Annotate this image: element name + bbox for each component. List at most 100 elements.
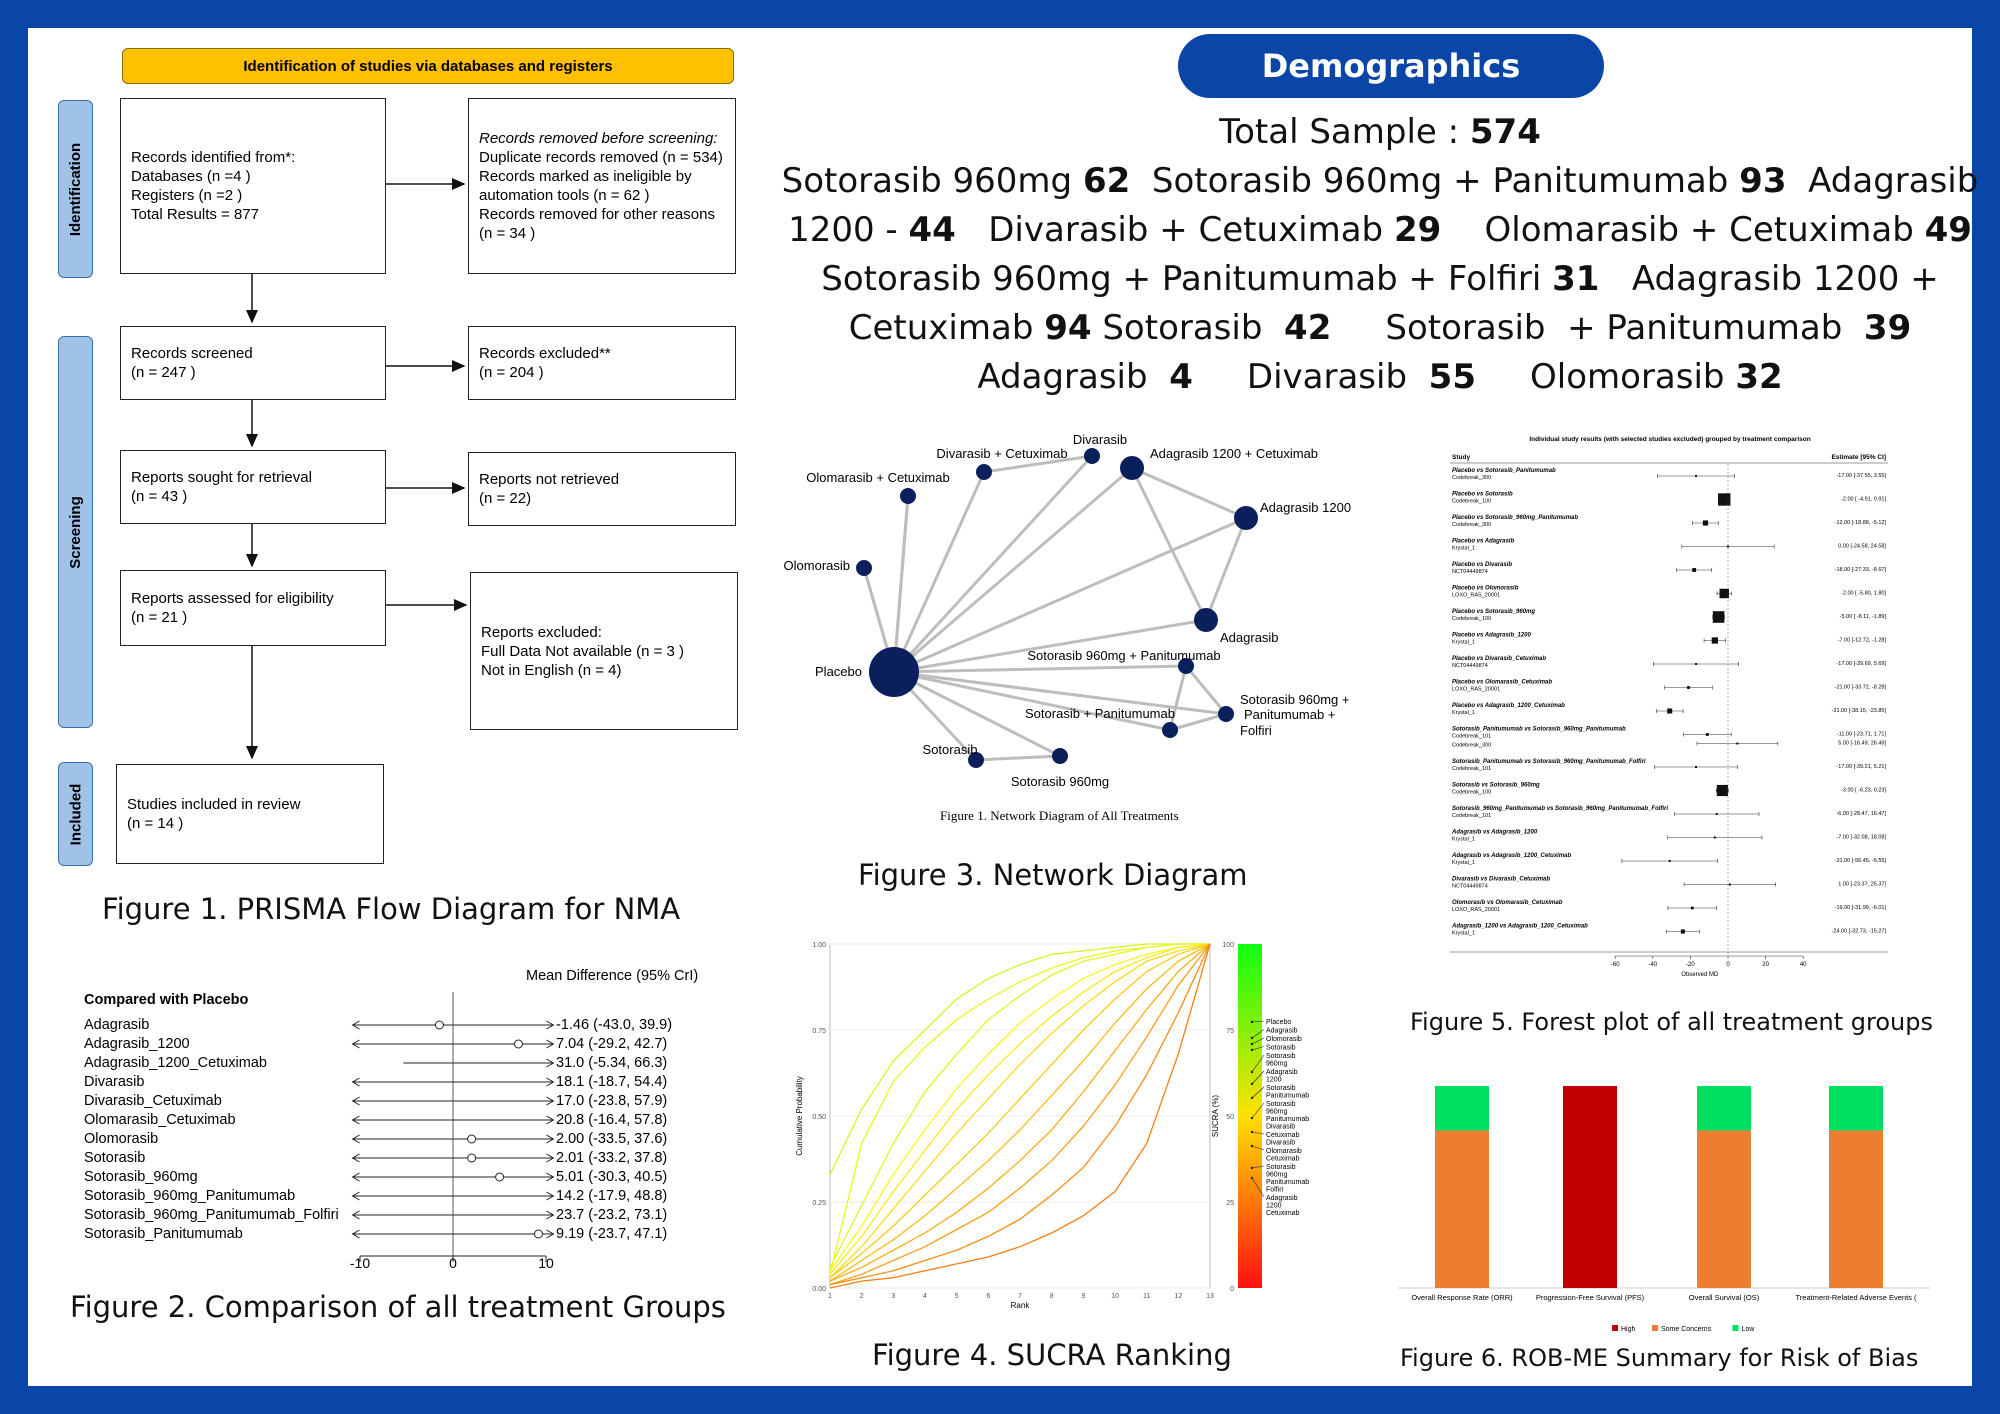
sucra-label: Sotorasib xyxy=(1266,1045,1296,1052)
x-tick-label: 13 xyxy=(1206,1293,1214,1300)
sucra-label: Sotorasib xyxy=(1266,1101,1296,1108)
ci-arrow-left xyxy=(351,1115,360,1125)
study-label: Codebreak_100 xyxy=(1452,616,1491,622)
network-edge xyxy=(1130,467,1208,621)
comparison-label: Sotorasib_Panitumumab vs Sotorasib_960mg… xyxy=(1452,727,1626,733)
x-tick-label: 10 xyxy=(1111,1293,1119,1300)
colorbar-tick: 100 xyxy=(1222,942,1234,949)
sucra-label: Adagrasib xyxy=(1266,1195,1298,1202)
estimate-text: -7.00 [-32.08, 18.08] xyxy=(1836,835,1886,841)
network-node-label: Olomorasib xyxy=(784,558,850,573)
comparison-label: Adagrasib_1200 vs Adagrasib_1200_Cetuxim… xyxy=(1451,924,1588,930)
network-node-label: Sotorasib + Panitumumab xyxy=(1025,706,1175,721)
caption-fig5: Figure 5. Forest plot of all treatment g… xyxy=(1410,1008,1934,1036)
comparison-label: Sotorasib vs Sotorasib_960mg xyxy=(1452,783,1540,789)
ci-arrow-left xyxy=(351,1096,360,1106)
sucra-label: Sotorasib xyxy=(1266,1164,1296,1171)
arm-label: Sotorasib + Panitumumab xyxy=(1331,308,1864,348)
legend-label: Some Concerns xyxy=(1661,1326,1712,1333)
estimate-text: 0.00 [-24.58, 24.58] xyxy=(1838,544,1886,550)
forest-row-label: Divarasib xyxy=(84,1074,145,1090)
arm-label: Adagrasib 1200 + xyxy=(1599,259,1939,299)
stage-included: Included xyxy=(58,762,93,866)
study-label: Codebreak_300 xyxy=(1452,743,1491,749)
box-records-excluded: Records excluded** (n = 204 ) xyxy=(468,326,736,400)
forest-col-header: Mean Difference (95% CrI) xyxy=(526,968,699,984)
arm-count: 29 xyxy=(1393,210,1442,250)
network-edge xyxy=(1168,665,1188,731)
study-label: Codebreak_300 xyxy=(1452,522,1491,528)
forest-row-label: Olomarasib_Cetuximab xyxy=(84,1112,236,1128)
ci-arrow-left xyxy=(351,1134,360,1144)
ci-arrow-right xyxy=(546,1115,555,1125)
comparison-label: Placebo vs Sotorasib_960mg xyxy=(1452,609,1535,615)
study-label: Krystal_1 xyxy=(1452,640,1475,646)
ci-arrow-left xyxy=(351,1172,360,1182)
sucra-marker xyxy=(1250,1166,1254,1170)
point-estimate xyxy=(467,1153,477,1163)
network-node-label: Panitumumab + xyxy=(1244,707,1335,722)
sucra-marker xyxy=(1250,1020,1254,1024)
sucra-label-pointer xyxy=(1251,1102,1265,1119)
forest-placebo-labels: Adagrasib Adagrasib_1200 Adagrasib_1200_… xyxy=(84,1016,339,1244)
prisma-header-text: Identification of studies via databases … xyxy=(243,57,613,75)
point-estimate xyxy=(1667,708,1673,714)
estimate-text: 5.00 [-16.49, 26.49] xyxy=(1838,741,1886,747)
ci-arrow-left xyxy=(351,1229,360,1239)
network-edge xyxy=(893,516,1247,674)
rob-bar-segment xyxy=(1435,1086,1489,1131)
rob-bar-segment xyxy=(1563,1086,1617,1288)
x-tick-label: -40 xyxy=(1648,962,1657,968)
sucra-label: Cetuximab xyxy=(1266,1156,1300,1163)
network-node xyxy=(1162,722,1178,738)
estimate-text: -2.00 [ -4.91, 0.91] xyxy=(1841,497,1886,503)
legend-swatch xyxy=(1652,1325,1658,1331)
y-tick-label: 1.00 xyxy=(812,942,826,949)
caption-fig2: Figure 2. Comparison of all treatment Gr… xyxy=(70,1290,726,1324)
sucra-label-pointer xyxy=(1251,1037,1265,1045)
forest-group-header: Compared with Placebo xyxy=(84,992,249,1008)
estimate-text: -31.00 [-56.45, -5.55] xyxy=(1835,858,1887,864)
study-label: Codebreak_300 xyxy=(1452,475,1491,481)
x-tick-label: 9 xyxy=(1081,1293,1085,1300)
forest-placebo-values: -1.46 (-43.0, 39.9) 7.04 (-29.2, 42.7) 3… xyxy=(556,1016,672,1244)
sucra-label-pointer xyxy=(1251,1145,1265,1151)
point-estimate xyxy=(1695,663,1698,665)
box-reports-assessed: Reports assessed for eligibility (n = 21… xyxy=(120,570,386,646)
sucra-label: Panitumumab xyxy=(1266,1116,1309,1123)
x-tick-label: 0 xyxy=(449,1255,457,1270)
prisma-arrows xyxy=(246,178,468,760)
sucra-label: 960mg xyxy=(1266,1172,1288,1179)
sucra-line xyxy=(829,943,1211,1279)
network-node-label: Sotorasib 960mg xyxy=(1011,774,1109,789)
arm-count: 31 xyxy=(1552,259,1600,299)
x-tick-label: 11 xyxy=(1143,1293,1150,1300)
demographics-title: Demographics xyxy=(1178,34,1604,98)
network-node xyxy=(1178,658,1194,674)
network-edge xyxy=(892,495,910,673)
study-label: Krystal_1 xyxy=(1452,546,1475,552)
estimate-text: -31.00 [-38.15, -23.85] xyxy=(1832,708,1887,714)
network-edge xyxy=(1131,466,1247,520)
x-tick-label: -20 xyxy=(1686,962,1695,968)
point-estimate xyxy=(467,1134,477,1144)
rob-bar-segment xyxy=(1697,1086,1751,1131)
point-estimate xyxy=(1687,686,1690,689)
network-edge xyxy=(893,670,1171,732)
colorbar-tick: 50 xyxy=(1226,1114,1234,1121)
ci-arrow-right xyxy=(546,1172,555,1182)
forest-row-value: 9.19 (-23.7, 47.1) xyxy=(556,1226,668,1242)
sucra-label: Olomorasib xyxy=(1266,1036,1302,1043)
estimate-text: -17.00 [-37.55, 3.55] xyxy=(1836,473,1886,479)
sucra-marker xyxy=(1250,1082,1254,1086)
forest-row-value: 7.04 (-29.2, 42.7) xyxy=(556,1036,668,1052)
estimate-text: -17.00 [-39.21, 5.21] xyxy=(1836,764,1886,770)
point-estimate xyxy=(1728,883,1731,886)
network-node-label: Adagrasib xyxy=(1220,630,1279,645)
rob-bar-segment xyxy=(1697,1130,1751,1288)
arm-count: 32 xyxy=(1735,357,1783,397)
box-studies-included: Studies included in review (n = 14 ) xyxy=(116,764,384,864)
forest-row-value: -1.46 (-43.0, 39.9) xyxy=(556,1017,673,1033)
point-estimate xyxy=(1695,475,1698,477)
arm-label: Olomorasib xyxy=(1475,357,1736,397)
